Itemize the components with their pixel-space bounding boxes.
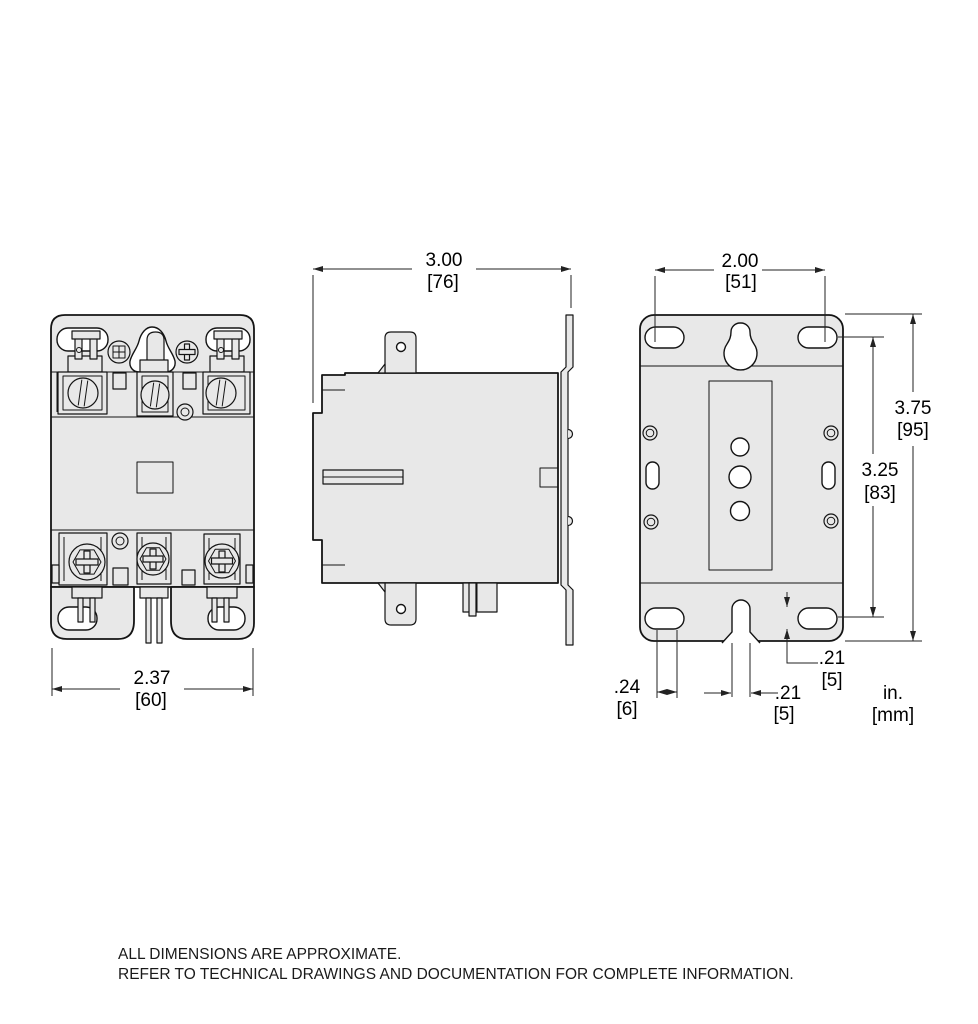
dim-hole-spacing-horizontal: 2.00 [51] <box>654 251 826 342</box>
side-oval-left <box>645 461 660 490</box>
units-inches: in. <box>883 683 903 704</box>
mount-slot-top-left <box>644 326 685 349</box>
torx-screw <box>823 425 839 441</box>
side-coil-terminal <box>462 582 498 617</box>
front-armature-tab <box>146 331 165 364</box>
hex-phillips-screw <box>68 543 106 581</box>
front-center-square <box>136 461 174 494</box>
dim-slot-height-in: .21 <box>819 648 845 669</box>
dim-hole-spacing-h-mm: [51] <box>725 272 757 293</box>
footer-note-line1: ALL DIMENSIONS ARE APPROXIMATE. <box>118 946 401 963</box>
combo-head-screw <box>107 340 131 364</box>
dim-overall-height-mm: [95] <box>897 420 929 441</box>
slotted-screw <box>67 377 99 409</box>
side-mounting-plate <box>560 314 574 646</box>
coil-hole <box>729 500 751 522</box>
dim-slot-height-mm: [5] <box>821 670 842 691</box>
dim-hole-spacing-v-mm: [83] <box>864 483 896 504</box>
side-body <box>312 372 559 584</box>
side-bottom-terminal <box>377 582 417 626</box>
mount-slot-bottom-left <box>644 607 685 630</box>
back-view <box>639 314 844 644</box>
side-plate-bump <box>567 428 574 440</box>
dim-overall-height-in: 3.75 <box>895 398 932 419</box>
dim-hole-spacing-h-in: 2.00 <box>722 251 759 272</box>
coil-recess <box>708 380 773 571</box>
dim-notch-width-mm: [5] <box>773 704 794 725</box>
side-top-terminal <box>377 331 417 374</box>
dim-side-depth-in: 3.00 <box>426 250 463 271</box>
dim-overall-height: 3.75 [95] <box>845 313 932 642</box>
hex-phillips-screw <box>204 543 240 579</box>
front-terminal-band-bottom <box>51 529 254 586</box>
dim-slot-width: .24 [6] <box>614 630 678 720</box>
dim-slot-width-in: .24 <box>614 677 641 698</box>
dim-front-width-in: 2.37 <box>134 668 171 689</box>
bottom-notch <box>721 599 761 644</box>
dim-hole-spacing-vertical: 3.25 [83] <box>838 336 899 618</box>
footer-note-line2: REFER TO TECHNICAL DRAWINGS AND DOCUMENT… <box>118 966 794 983</box>
side-plate-bump <box>567 515 574 527</box>
dim-hole-spacing-v-in: 3.25 <box>862 460 899 481</box>
front-view <box>50 314 255 644</box>
units-label: in. [mm] <box>872 683 914 726</box>
units-millimeters: [mm] <box>872 705 914 726</box>
torx-screw <box>643 514 659 530</box>
front-armature-block <box>139 359 169 373</box>
front-bottom-terminals <box>71 586 238 644</box>
dim-notch-width-in: .21 <box>775 683 801 704</box>
torx-screw <box>176 403 194 421</box>
dim-slot-height: .21 [5] <box>784 592 845 691</box>
coil-hole <box>730 437 750 457</box>
dim-notch-width: .21 [5] <box>704 643 801 725</box>
dim-side-depth: 3.00 [76] <box>312 250 572 403</box>
front-quick-connect-right <box>209 330 245 373</box>
side-right-notch <box>539 467 559 488</box>
slotted-screw <box>205 377 237 409</box>
side-oval-right <box>821 461 836 490</box>
footer-notes: ALL DIMENSIONS ARE APPROXIMATE. REFER TO… <box>118 946 794 983</box>
slotted-screw <box>140 380 170 410</box>
front-quick-connect-left <box>67 330 103 373</box>
dim-front-width-mm: [60] <box>135 690 167 711</box>
torx-screw <box>823 513 839 529</box>
mount-slot-top-right <box>797 326 838 349</box>
front-terminal-band-top <box>51 371 254 421</box>
side-view <box>312 314 574 646</box>
coil-hole <box>728 465 752 489</box>
hex-phillips-screw <box>136 542 170 576</box>
dim-side-depth-mm: [76] <box>427 272 459 293</box>
torx-screw <box>111 532 129 550</box>
mount-slot-bottom-right <box>797 607 838 630</box>
dim-front-width: 2.37 [60] <box>51 648 254 711</box>
phillips-screw <box>175 340 199 364</box>
keyhole-cutout <box>723 322 758 371</box>
torx-screw <box>642 425 658 441</box>
dim-slot-width-mm: [6] <box>616 699 637 720</box>
